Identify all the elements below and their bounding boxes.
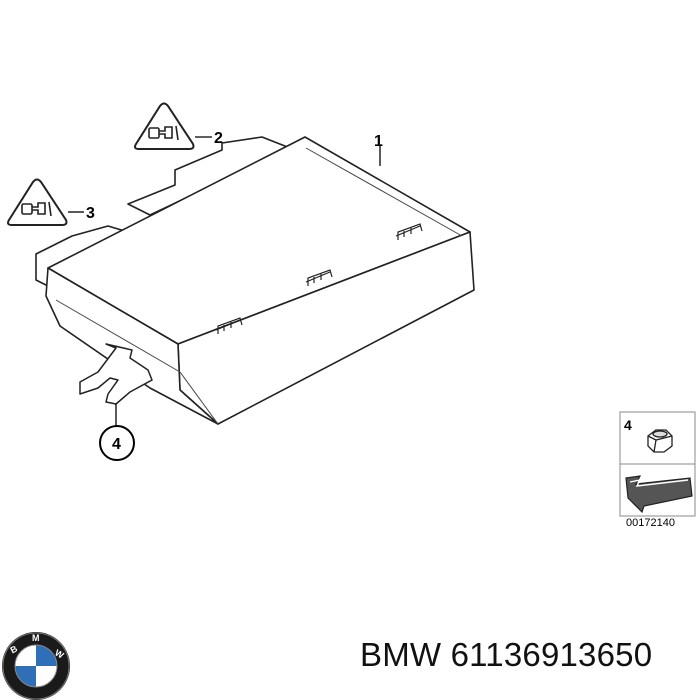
callout-4-number: 4: [112, 436, 121, 453]
svg-text:B: B: [9, 643, 20, 655]
svg-text:M: M: [32, 633, 40, 643]
module-edge-lines: [55, 147, 463, 425]
callout-3-number: 3: [86, 205, 95, 222]
mounting-bracket: [79, 343, 153, 405]
callout-1: 1: [374, 133, 383, 166]
part-caption: BMW 61136913650: [360, 636, 652, 674]
connector-symbol-icon: [21, 201, 52, 217]
callout-2-number: 2: [214, 130, 223, 147]
direction-arrow-icon: [625, 475, 693, 514]
parts-legend: 4 00172140: [619, 411, 696, 529]
legend-item-number: 4: [624, 417, 632, 433]
part-number: 61136913650: [450, 636, 653, 673]
callout-3: 3: [7, 178, 95, 226]
bmw-logo: B M W: [2, 632, 70, 700]
connector-slots: [215, 223, 423, 334]
connector-symbol-icon: [148, 125, 179, 141]
callout-4: 4: [99, 404, 135, 461]
control-module-drawing: [35, 136, 475, 425]
brand-name: BMW: [360, 636, 442, 673]
callout-2: 2: [134, 102, 223, 150]
callout-1-number: 1: [374, 133, 383, 150]
hex-nut-icon: [647, 429, 673, 453]
drawing-code: 00172140: [626, 517, 675, 529]
